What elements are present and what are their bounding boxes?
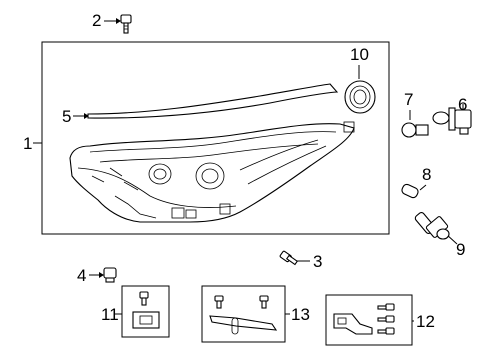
headlamp-bulb-icon [432, 107, 472, 135]
screw-icon [279, 250, 299, 266]
callout-1: 1 [23, 134, 32, 153]
callout-5: 5 [62, 107, 71, 126]
detail-box-13 [201, 285, 286, 343]
bracket-icon [209, 295, 278, 335]
arrow-2 [116, 18, 121, 24]
detail-box-11 [121, 285, 170, 338]
callout-9: 9 [456, 240, 465, 259]
callout-13: 13 [291, 305, 310, 324]
callout-7: 7 [404, 90, 413, 109]
bracket-icon [333, 303, 395, 335]
bracket-icon [132, 291, 160, 329]
assembly-frame [41, 41, 390, 235]
leader-8 [419, 184, 427, 191]
callout-10: 10 [350, 45, 369, 64]
headlamp-assembly-icon [69, 121, 355, 223]
detail-box-12 [325, 294, 413, 346]
callout-8: 8 [422, 165, 431, 184]
small-bulb-icon [401, 183, 419, 199]
trim-strip-icon [87, 83, 339, 119]
callout-12: 12 [416, 312, 435, 331]
seal-cap-icon [344, 80, 376, 114]
bolt-icon [120, 14, 132, 34]
callout-3: 3 [313, 252, 322, 271]
arrow-4 [99, 272, 104, 278]
arrow-5 [84, 113, 89, 119]
callout-4: 4 [77, 266, 86, 285]
wedge-bulb-icon [401, 122, 429, 138]
bulb-socket-icon [414, 212, 450, 240]
callout-2: 2 [92, 11, 101, 30]
callout-11: 11 [101, 305, 119, 324]
nut-icon [103, 267, 117, 283]
